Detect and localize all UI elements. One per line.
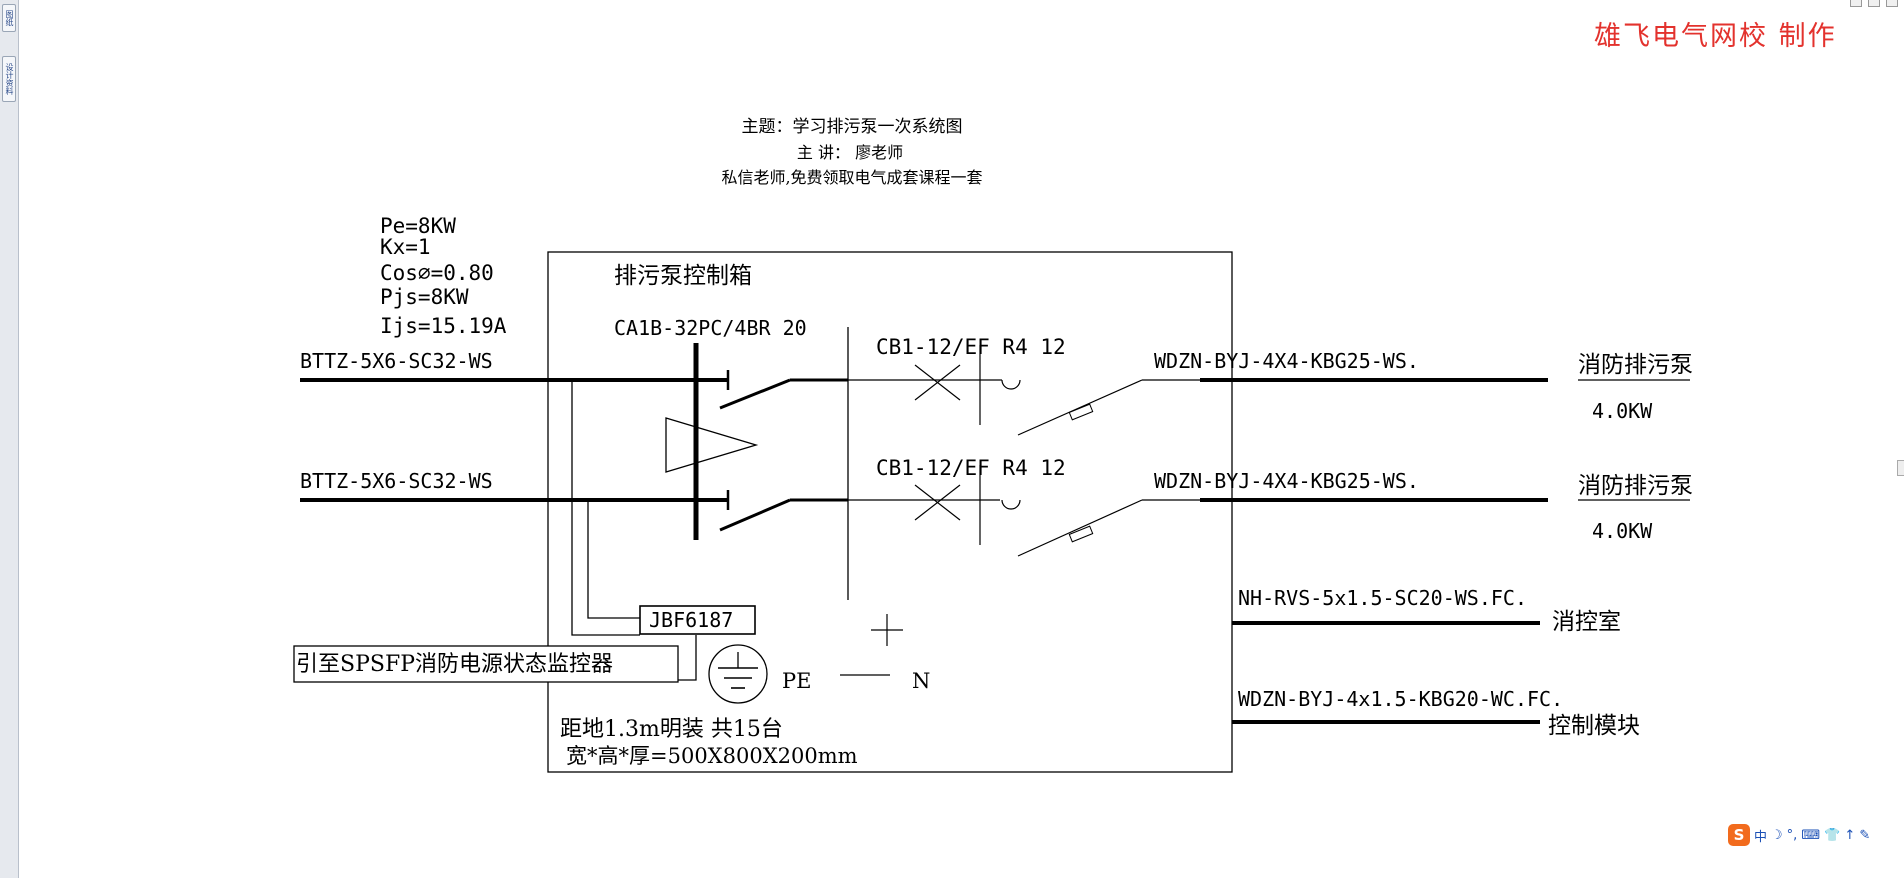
- punctuation-icon[interactable]: °,: [1786, 827, 1798, 843]
- aux-wire-1: [571, 380, 640, 636]
- breaker-1-x-b: [914, 364, 961, 401]
- param-ijs: Ijs=15.19A: [380, 314, 507, 338]
- earth-symbol-circle: [708, 644, 768, 704]
- main-switch-label: CA1B-32PC/4BR 20: [614, 316, 807, 340]
- drawing-title: 主题：学习排污泵一次系统图: [742, 117, 963, 137]
- switch-blade-2: [719, 498, 791, 532]
- breaker-2-trip-arc: [1001, 499, 1021, 510]
- control-box-title: 排污泵控制箱: [614, 263, 752, 289]
- watermark: 雄飞电气网校 制作: [1594, 21, 1837, 52]
- n-label: N: [912, 669, 930, 693]
- ime-mode-toggle[interactable]: 中: [1754, 829, 1768, 845]
- load-2-power: 4.0KW: [1592, 519, 1653, 543]
- size-note: 宽*高*厚=500X800X200mm: [566, 744, 858, 768]
- incoming-cable-1: BTTZ-5X6-SC32-WS: [300, 349, 493, 373]
- keyboard-icon[interactable]: ⌨: [1801, 827, 1821, 843]
- breaker-1-trip-arc: [1001, 379, 1021, 390]
- scrollbar-handle[interactable]: [1897, 460, 1904, 476]
- restore-button[interactable]: [1868, 0, 1880, 7]
- contactor-1-coil: [1068, 403, 1094, 421]
- contactor-1-line: [1017, 379, 1143, 436]
- breaker-1-label: CB1-12/EF R4 12: [876, 335, 1066, 359]
- switch-blade-1: [719, 378, 791, 410]
- design-resources-tab[interactable]: 设计资料: [2, 56, 16, 102]
- aux-wire-2: [587, 500, 640, 619]
- signal-1-dest: 消控室: [1552, 609, 1621, 635]
- param-cos: Cos⌀=0.80: [380, 261, 494, 285]
- signal-1-cable: NH-RVS-5x1.5-SC20-WS.FC.: [1238, 586, 1527, 610]
- minimize-button[interactable]: [1850, 0, 1862, 7]
- contactor-2-line: [1017, 499, 1143, 557]
- ats-triangle-symbol: [665, 417, 759, 473]
- param-pe: Pe=8KW: [380, 214, 456, 238]
- side-panel: 图纸 设计资料: [0, 0, 19, 878]
- install-note: 距地1.3m明装 共15台: [560, 717, 783, 742]
- load-1-power: 4.0KW: [1592, 399, 1653, 423]
- close-button[interactable]: [1886, 0, 1898, 7]
- window-controls: [1850, 0, 1898, 8]
- ime-toolbar[interactable]: S 中 ☽ °, ⌨ 👕 ↑ ✎: [1728, 822, 1904, 848]
- signal-2-cable: WDZN-BYJ-4x1.5-KBG20-WC.FC.: [1238, 687, 1563, 711]
- drawings-tab[interactable]: 图纸: [2, 4, 16, 32]
- load-1-name: 消防排污泵: [1578, 352, 1693, 378]
- ime-tools-icons[interactable]: 👕 ↑ ✎: [1824, 827, 1871, 843]
- load-2-name: 消防排污泵: [1578, 473, 1693, 499]
- lecturer-line: 主 讲： 廖老师: [797, 143, 903, 162]
- breaker-2-label: CB1-12/EF R4 12: [876, 456, 1066, 480]
- moon-icon[interactable]: ☽: [1771, 827, 1783, 843]
- ime-logo-icon[interactable]: S: [1728, 824, 1750, 846]
- incoming-cable-2: BTTZ-5X6-SC32-WS: [300, 469, 493, 493]
- promo-line: 私信老师,免费领取电气成套课程一套: [721, 168, 982, 187]
- note-box-text: 引至SPSFP消防电源状态监控器: [296, 652, 613, 677]
- pe-label: PE: [782, 669, 811, 693]
- monitor-module-box: [639, 605, 756, 635]
- param-pjs: Pjs=8KW: [380, 285, 469, 309]
- param-kx: Kx=1: [380, 235, 431, 259]
- monitor-module-label: JBF6187: [649, 608, 733, 632]
- signal-2-dest: 控制模块: [1548, 713, 1640, 739]
- feeder-1-cable: WDZN-BYJ-4X4-KBG25-WS.: [1154, 349, 1419, 373]
- note-box-outline: [293, 645, 679, 683]
- feeder-2-cable: WDZN-BYJ-4X4-KBG25-WS.: [1154, 469, 1419, 493]
- contactor-2-coil: [1068, 525, 1094, 543]
- breaker-2-x-b: [914, 484, 961, 521]
- control-box-outline: [547, 251, 1233, 773]
